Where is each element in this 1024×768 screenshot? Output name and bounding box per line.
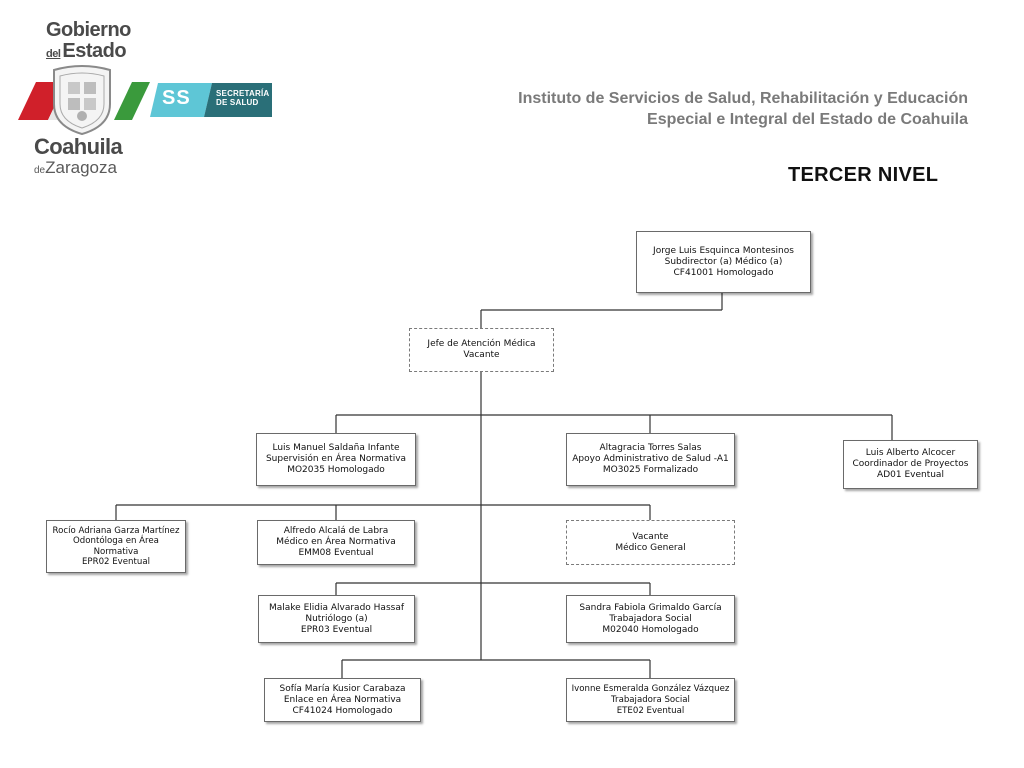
node-name: Jefe de Atención Médica (427, 339, 536, 349)
node-name: Malake Elidia Alvarado Hassaf (269, 602, 404, 613)
node-role: Médico General (615, 542, 686, 553)
node-name: Luis Alberto Alcocer (865, 448, 956, 458)
node-name: Alfredo Alcalá de Labra (283, 526, 389, 536)
org-node-alcala: Alfredo Alcalá de Labra Médico en Área N… (257, 520, 415, 565)
node-name: Sofía María Kusior Carabaza (279, 683, 406, 694)
org-node-kusior: Sofía María Kusior Carabaza Enlace en Ár… (264, 678, 421, 722)
institute-title-line2: Especial e Integral del Estado de Coahui… (647, 111, 968, 128)
node-code: AD01 Eventual (877, 470, 944, 480)
node-code: M02040 Homologado (602, 624, 699, 635)
node-role: Trabajadora Social (609, 613, 692, 624)
secretaria-salud-label: SECRETARÍA DE SALUD (216, 89, 272, 107)
node-code: EPR03 Eventual (300, 624, 373, 635)
org-node-saldana: Luis Manuel Saldaña Infante Supervisión … (256, 433, 416, 486)
org-node-subdirector: Jorge Luis Esquinca Montesinos Subdirect… (636, 231, 811, 293)
de-text: de (34, 165, 46, 176)
org-node-grimaldo: Sandra Fabiola Grimaldo García Trabajado… (566, 595, 735, 643)
institute-title-line1: Instituto de Servicios de Salud, Rehabil… (518, 90, 968, 107)
org-node-alvarado: Malake Elidia Alvarado Hassaf Nutriólogo… (258, 595, 415, 643)
node-code: ETE02 Eventual (616, 705, 685, 716)
node-role: Trabajadora Social (611, 694, 690, 705)
node-code: EPR02 Eventual (82, 557, 150, 567)
node-code: MO3025 Formalizado (602, 465, 699, 475)
org-node-garza: Rocío Adriana Garza Martínez Odontóloga … (46, 520, 186, 573)
de-zaragoza-text: deZaragoza (34, 159, 144, 176)
node-role: Enlace en Área Normativa (283, 694, 402, 705)
node-name: Vacante (632, 531, 669, 542)
node-role-cont: Normativa (93, 546, 139, 557)
ss-badge-shape (150, 83, 272, 117)
node-name: Luis Manuel Saldaña Infante (272, 443, 400, 453)
node-role: Vacante (463, 350, 500, 360)
org-node-alcocer: Luis Alberto Alcocer Coordinador de Proy… (843, 440, 978, 489)
node-code: CF41001 Homologado (673, 267, 774, 278)
node-name: Jorge Luis Esquinca Montesinos (653, 245, 794, 256)
secretaria-text: SECRETARÍA (216, 89, 270, 98)
coahuila-wordmark: Coahuila deZaragoza (34, 134, 144, 177)
level-title: TERCER NIVEL (788, 164, 939, 186)
node-code: EMM08 Eventual (298, 548, 374, 558)
estado-text: Estado (62, 40, 127, 62)
de-salud-text: DE SALUD (216, 98, 259, 108)
coahuila-text: Coahuila (34, 134, 123, 159)
node-role: Supervisión en Área Normativa (265, 454, 407, 464)
node-name: Rocío Adriana Garza Martínez (52, 525, 180, 536)
zaragoza-text: Zaragoza (45, 158, 117, 177)
node-name: Ivonne Esmeralda González Vázquez (571, 683, 730, 694)
coat-of-arms-icon (53, 65, 111, 136)
node-code: MO2035 Homologado (287, 465, 385, 475)
node-name: Altagracia Torres Salas (599, 443, 702, 453)
gobierno-text: Gobierno (46, 19, 131, 41)
org-node-jefe-atencion-medica: Jefe de Atención Médica Vacante (409, 328, 554, 372)
org-node-vacante-medico-general: Vacante Médico General (566, 520, 735, 565)
node-role: Apoyo Administrativo de Salud -A1 (572, 454, 729, 464)
org-node-gonzalez: Ivonne Esmeralda González Vázquez Trabaj… (566, 678, 735, 722)
node-role: Odontóloga en Área (73, 536, 159, 546)
node-role: Coordinador de Proyectos (852, 459, 969, 469)
org-node-torres: Altagracia Torres Salas Apoyo Administra… (566, 433, 735, 486)
ss-label: SS (162, 87, 191, 109)
node-code: CF41024 Homologado (292, 705, 393, 716)
node-role: Nutriólogo (a) (305, 613, 368, 624)
node-role: Subdirector (a) Médico (a) (664, 256, 783, 267)
node-role: Médico en Área Normativa (276, 537, 396, 547)
secretaria-salud-badge: SS SECRETARÍA DE SALUD (150, 83, 272, 117)
node-name: Sandra Fabiola Grimaldo García (579, 602, 722, 613)
institute-title: Instituto de Servicios de Salud, Rehabil… (518, 88, 968, 130)
del-text: del (46, 48, 61, 60)
